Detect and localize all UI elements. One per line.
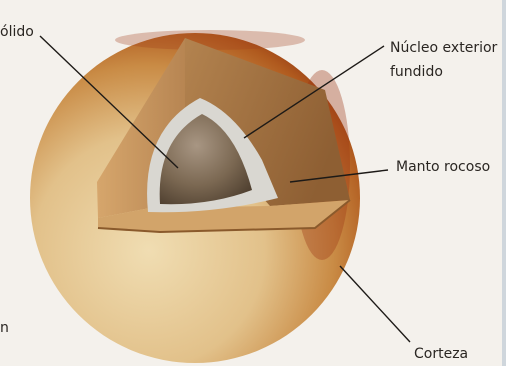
label-inner-core-fragment: ólido bbox=[0, 22, 34, 42]
crust-mottling-top bbox=[115, 30, 305, 50]
label-mantle: Manto rocoso bbox=[396, 157, 490, 177]
page-edge-strip bbox=[502, 0, 506, 366]
leader-crust bbox=[340, 266, 410, 342]
label-outer-core-line2: fundido bbox=[390, 62, 443, 82]
label-left-fragment: n bbox=[0, 318, 9, 338]
label-crust: Corteza bbox=[414, 344, 468, 364]
label-outer-core-line1: Núcleo exterior bbox=[390, 38, 497, 58]
